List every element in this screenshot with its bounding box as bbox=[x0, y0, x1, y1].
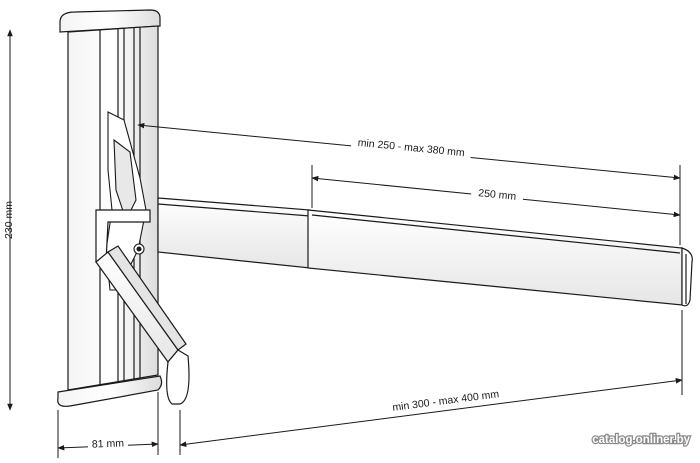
extension-label: min 250 - max 380 mm bbox=[357, 137, 465, 159]
arm-length-label: 250 mm bbox=[478, 187, 517, 203]
reach-dimension-line bbox=[179, 378, 683, 447]
reach-label: min 300 - max 400 mm bbox=[392, 388, 500, 414]
height-label: 230 mm bbox=[3, 201, 15, 239]
support-bracket bbox=[95, 209, 190, 405]
svg-text:catalog.onliner.by: catalog.onliner.by bbox=[592, 434, 690, 446]
watermark: catalog.onliner.by bbox=[591, 433, 692, 447]
inner-arm bbox=[157, 197, 311, 269]
width-label: 81 mm bbox=[92, 437, 125, 450]
outer-arm bbox=[307, 209, 693, 307]
